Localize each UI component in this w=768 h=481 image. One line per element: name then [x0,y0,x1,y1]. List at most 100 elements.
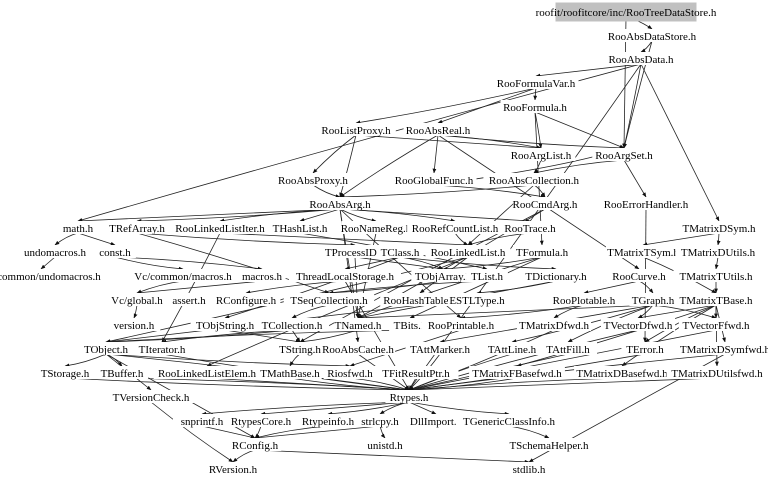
node-TMatrixDBasefwd[interactable]: TMatrixDBasefwd.h [574,366,670,380]
edge-TMatrixDUtilsfwd-to-Rtypes [408,377,718,392]
node-TList[interactable]: TList.h [466,269,508,283]
node-RooLinkedListElem[interactable]: RooLinkedListElem.h [153,366,261,380]
node-RooCurve[interactable]: RooCurve.h [610,269,668,283]
node-TSchemaHelper[interactable]: TSchemaHelper.h [506,438,592,452]
node-TStorage[interactable]: TStorage.h [36,366,94,380]
node-RooTreeDataStore[interactable]: roofit/roofitcore/inc/RooTreeDataStore.h [536,2,717,22]
edge-Rtypes-to-DllImport [408,401,437,415]
node-TNamed[interactable]: TNamed.h [334,318,382,332]
node-RConfig[interactable]: RConfig.h [228,438,282,452]
node-RooAbsData[interactable]: RooAbsData.h [606,52,676,66]
node-TBits[interactable]: TBits.h [389,318,431,332]
node-RooAbsProxy[interactable]: RooAbsProxy.h [275,173,351,187]
node-RVersion[interactable]: RVersion.h [204,462,262,476]
node-RooAbsDataStore[interactable]: RooAbsDataStore.h [604,29,700,43]
node-TMatrixTUtils[interactable]: TMatrixTUtils.h [673,269,759,283]
node-RooListProxy[interactable]: RooListProxy.h [316,123,396,137]
node-VcGlobal[interactable]: Vc/global.h [105,293,169,307]
node-RtypesCore[interactable]: RtypesCore.h [226,414,296,428]
node-TSeqCollection[interactable]: TSeqCollection.h [283,293,375,307]
node-RooPlotable[interactable]: RooPlotable.h [546,293,622,307]
node-RooErrorHandler[interactable]: RooErrorHandler.h [598,197,694,211]
node-RooLinkedListIter[interactable]: RooLinkedListIter.h [166,221,274,235]
edge-macros-to-VcGlobal [136,280,263,295]
node-version[interactable]: version.h [107,318,161,332]
node-RooFormulaVar[interactable]: RooFormulaVar.h [493,76,579,90]
node-TObject[interactable]: TObject.h [79,342,133,356]
node-assert[interactable]: assert.h [165,293,213,307]
node-const[interactable]: const.h [94,245,136,259]
node-TAttMarker[interactable]: TAttMarker.h [405,342,475,356]
node-TString[interactable]: TString.h [273,342,327,356]
node-math[interactable]: math.h [59,221,97,235]
node-TAttFill[interactable]: TAttFill.h [539,342,597,356]
node-RooTrace[interactable]: RooTrace.h [501,221,559,235]
node-RooLinkedList[interactable]: RooLinkedList.h [425,245,511,259]
node-TMatrixDfwd[interactable]: TMatrixDfwd.h [516,318,592,332]
node-RooPrintable[interactable]: RooPrintable.h [421,318,501,332]
node-RooAbsCollection[interactable]: RooAbsCollection.h [483,173,585,187]
node-TGraph[interactable]: TGraph.h [629,293,677,307]
node-VcUndomacros[interactable]: Vc/common/undomacros.h [0,269,103,283]
node-TObjArray[interactable]: TObjArray.h [411,269,475,283]
node-VcMacros[interactable]: Vc/common/macros.h [132,269,234,283]
node-RooAbsArg[interactable]: RooAbsArg.h [308,197,372,211]
node-macros[interactable]: macros.h [238,269,286,283]
node-TVectorFfwd[interactable]: TVectorFfwd.h [678,318,754,332]
node-unistd[interactable]: unistd.h [361,438,409,452]
node-TBuffer[interactable]: TBuffer.h [95,366,149,380]
node-TMatrixTSym[interactable]: TMatrixTSym.h [605,245,681,259]
node-Rtypeinfo[interactable]: Rtypeinfo.h [296,414,360,428]
node-RooNameReg[interactable]: RooNameReg.h [341,221,412,235]
node-TMatrixDSym[interactable]: TMatrixDSym.h [681,221,757,235]
node-RooAbsReal[interactable]: RooAbsReal.h [403,123,473,137]
node-ThreadLocalStorage[interactable]: ThreadLocalStorage.h [289,269,401,283]
node-TFitResultPtr[interactable]: TFitResultPtr.h [373,366,459,380]
node-RooGlobalFunc[interactable]: RooGlobalFunc.h [391,173,477,187]
node-TMatrixDUtils[interactable]: TMatrixDUtils.h [675,245,761,259]
node-TCollection[interactable]: TCollection.h [254,318,330,332]
node-TVectorDfwd[interactable]: TVectorDfwd.h [600,318,676,332]
node-TProcessID[interactable]: TProcessID.h [320,245,390,259]
node-ESTLType[interactable]: ESTLType.h [448,293,506,307]
node-TError[interactable]: TError.h [621,342,669,356]
node-RooArgSet[interactable]: RooArgSet.h [592,148,656,162]
edge-TClass-to-ThreadLocalStorage [344,256,401,270]
node-TClass[interactable]: TClass.h [376,245,424,259]
node-label: TSchemaHelper.h [509,440,589,452]
node-background [501,221,559,234]
node-RooAbsCache[interactable]: RooAbsCache.h [320,342,396,356]
node-TMathBase[interactable]: TMathBase.h [258,366,322,380]
node-TRefArray[interactable]: TRefArray.h [105,221,169,235]
node-strlcpy[interactable]: strlcpy.h [353,414,407,428]
node-Riosfwd[interactable]: Riosfwd.h [323,366,377,380]
node-undomacros[interactable]: undomacros.h [20,245,90,259]
node-RConfigure[interactable]: RConfigure.h [211,293,281,307]
node-RooRefCountList[interactable]: RooRefCountList.h [407,221,503,235]
edge-RooAbsReal-to-RooAbsArg [339,134,439,198]
node-RooHashTable[interactable]: RooHashTable.h [380,293,460,307]
node-stdlib[interactable]: stdlib.h [505,462,553,476]
node-TMatrixTBase[interactable]: TMatrixTBase.h [676,293,756,307]
node-snprintf[interactable]: snprintf.h [173,414,231,428]
node-Rtypes[interactable]: Rtypes.h [385,390,433,404]
node-RooArgList[interactable]: RooArgList.h [506,148,576,162]
node-RooFormula[interactable]: RooFormula.h [500,100,570,114]
node-TAttLine[interactable]: TAttLine.h [483,342,541,356]
node-background [389,318,431,331]
node-DllImport[interactable]: DllImport.h [404,414,468,428]
node-TGenericClassInfo[interactable]: TGenericClassInfo.h [455,414,563,428]
node-TFormula[interactable]: TFormula.h [513,245,571,259]
node-label: RooAbsCache.h [322,344,394,356]
node-TIterator[interactable]: TIterator.h [130,342,194,356]
node-label: RooErrorHandler.h [604,199,689,211]
node-TMatrixDUtilsfwd[interactable]: TMatrixDUtilsfwd.h [666,366,768,380]
node-TMatrixFBasefwd[interactable]: TMatrixFBasefwd.h [469,366,565,380]
node-THashList[interactable]: THashList.h [268,221,332,235]
node-TVersionCheck[interactable]: TVersionCheck.h [108,390,194,404]
node-RooCmdArg[interactable]: RooCmdArg.h [513,197,578,211]
node-TDictionary[interactable]: TDictionary.h [518,269,594,283]
node-TObjString[interactable]: TObjString.h [190,318,260,332]
node-TMatrixDSymfwd[interactable]: TMatrixDSymfwd.h [679,342,768,356]
